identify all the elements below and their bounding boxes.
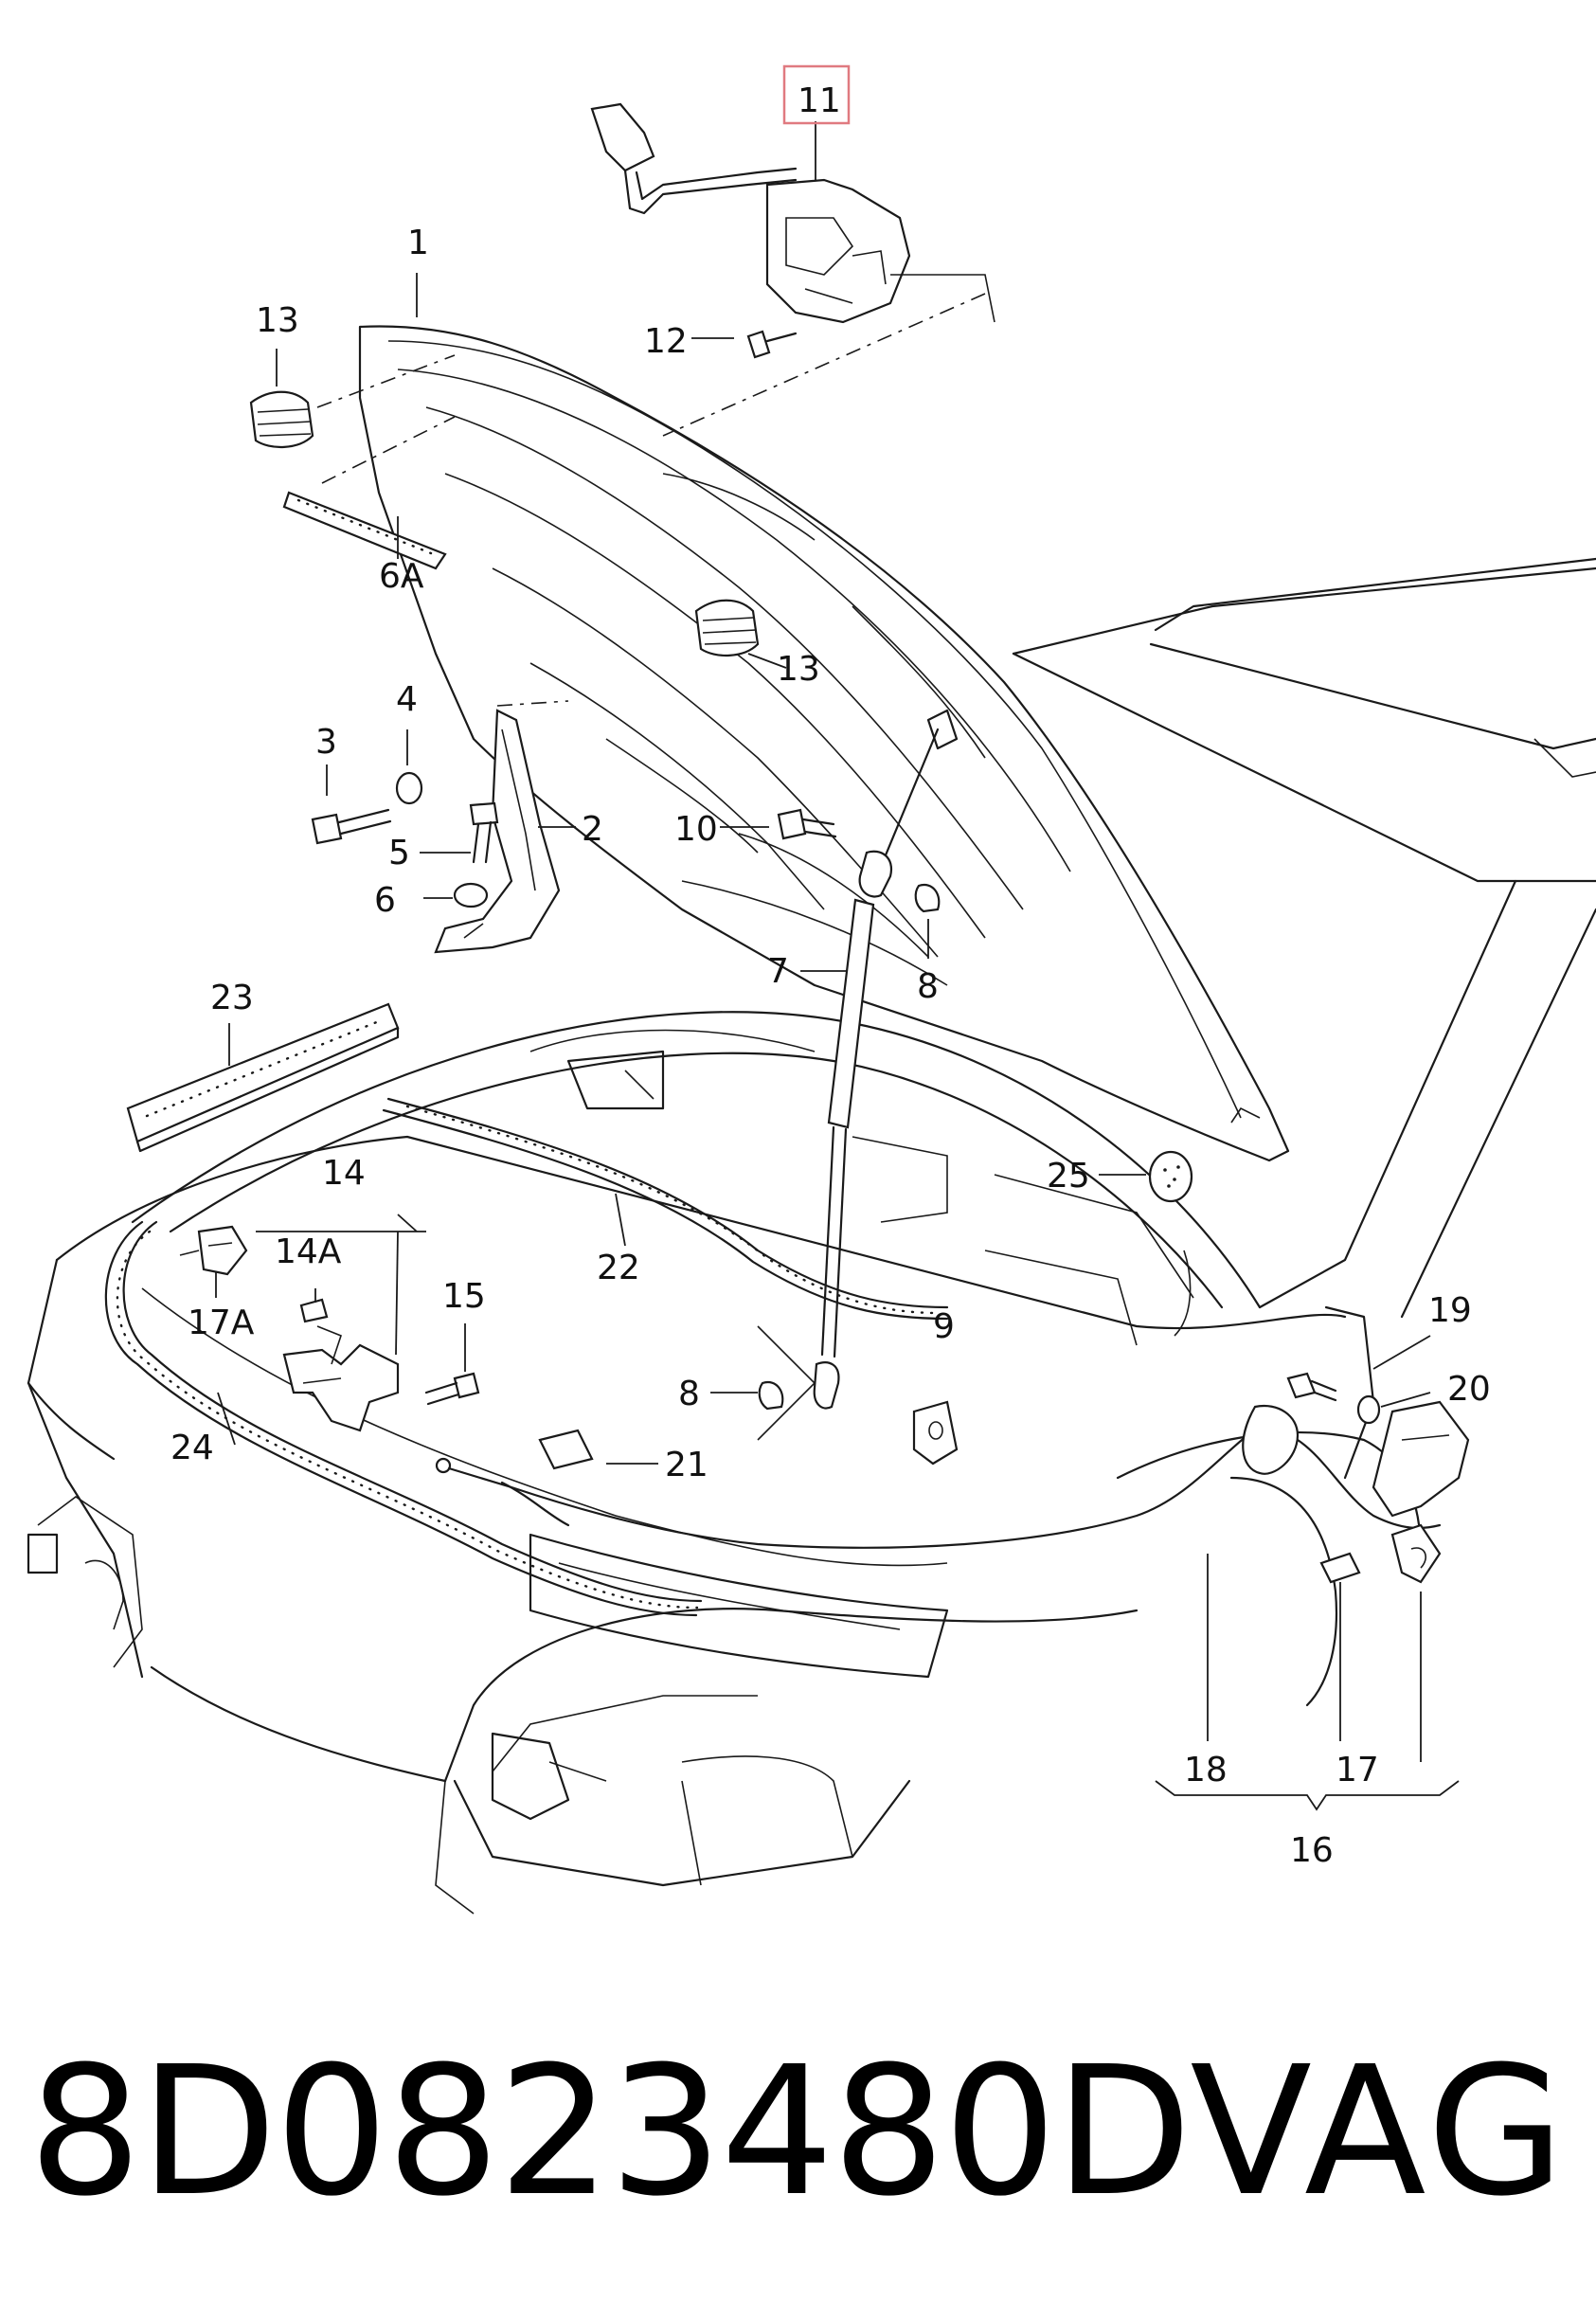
callout-22: 22 xyxy=(597,1249,640,1287)
callout-3: 3 xyxy=(315,723,337,762)
washer-part-20 xyxy=(1356,1394,1381,1425)
buffer-part-13b xyxy=(694,599,760,657)
callout-8b: 8 xyxy=(678,1375,700,1413)
release-cable xyxy=(435,1404,1442,1549)
strut-bracket-part-9 xyxy=(912,1400,959,1466)
callout-6: 6 xyxy=(374,881,396,920)
washer-part-4 xyxy=(395,771,423,805)
callout-13b: 13 xyxy=(777,650,820,689)
callout-23: 23 xyxy=(210,979,254,1017)
callout-21: 21 xyxy=(665,1446,708,1484)
clip-part-8b xyxy=(758,1380,784,1411)
callout-11: 11 xyxy=(798,81,841,120)
clip-part-8a xyxy=(914,883,941,913)
callout-20: 20 xyxy=(1447,1370,1491,1409)
callout-17a: 17A xyxy=(188,1304,255,1342)
gas-strut-part-7 xyxy=(813,728,940,1410)
buffer-part-13a xyxy=(249,390,314,449)
brand-name: VAG xyxy=(1190,2027,1569,2236)
pad-part-21 xyxy=(538,1429,594,1470)
clip-part-17 xyxy=(1319,1552,1361,1584)
bolt-part-19 xyxy=(1286,1372,1337,1402)
plug-part-25 xyxy=(1148,1150,1193,1203)
car-body-outline xyxy=(27,557,1596,1915)
callout-14: 14 xyxy=(322,1154,366,1193)
seal-part-23 xyxy=(126,1002,400,1153)
bolt-part-15 xyxy=(424,1372,480,1406)
callout-8a: 8 xyxy=(917,967,939,1006)
callout-labels: 11 12 1 13 6A 13 4 3 5 2 6 10 8 7 23 22 … xyxy=(170,81,1491,1870)
callout-16: 16 xyxy=(1290,1831,1334,1870)
callout-7: 7 xyxy=(767,952,789,991)
callout-1: 1 xyxy=(407,224,429,262)
callout-24: 24 xyxy=(170,1429,214,1467)
callout-4: 4 xyxy=(396,680,418,719)
exploded-parts-diagram: 11 12 1 13 6A 13 4 3 5 2 6 10 8 7 23 22 … xyxy=(27,64,1596,1915)
callout-15: 15 xyxy=(442,1277,486,1316)
hood-hinge-part-2 xyxy=(434,709,561,954)
bracket-part-16 xyxy=(1372,1400,1470,1584)
callout-13a: 13 xyxy=(256,301,299,340)
clip-part-14a xyxy=(299,1298,329,1323)
part-number: 8D0823480D xyxy=(28,2027,1192,2236)
callout-18: 18 xyxy=(1184,1751,1228,1789)
latch-handle-part-11 xyxy=(590,102,911,324)
hood-lock-part-14 xyxy=(282,1325,400,1432)
callout-5: 5 xyxy=(388,834,410,872)
screw-part-12 xyxy=(746,330,798,359)
hood-panel xyxy=(358,325,1290,1162)
seal-strip-part-6a xyxy=(282,491,447,570)
callout-17: 17 xyxy=(1336,1751,1379,1789)
callout-19: 19 xyxy=(1428,1291,1472,1330)
callout-9: 9 xyxy=(933,1307,955,1346)
bolt-part-3 xyxy=(311,808,392,845)
callout-2: 2 xyxy=(582,810,603,849)
callout-12: 12 xyxy=(644,322,688,361)
clip-part-17a xyxy=(197,1225,248,1276)
leader-lines xyxy=(215,121,1431,1762)
bolt-part-5 xyxy=(469,801,499,864)
callout-6a: 6A xyxy=(379,557,424,596)
washer-part-6 xyxy=(453,882,489,908)
callout-14a: 14A xyxy=(275,1232,342,1271)
callout-25: 25 xyxy=(1047,1157,1090,1196)
highlight-box xyxy=(782,64,851,125)
bolt-part-10 xyxy=(777,808,837,840)
part-number-caption: 8D0823480D VAG xyxy=(28,2028,1565,2236)
callout-10: 10 xyxy=(674,810,718,849)
brace-part-16 xyxy=(1155,1780,1460,1811)
